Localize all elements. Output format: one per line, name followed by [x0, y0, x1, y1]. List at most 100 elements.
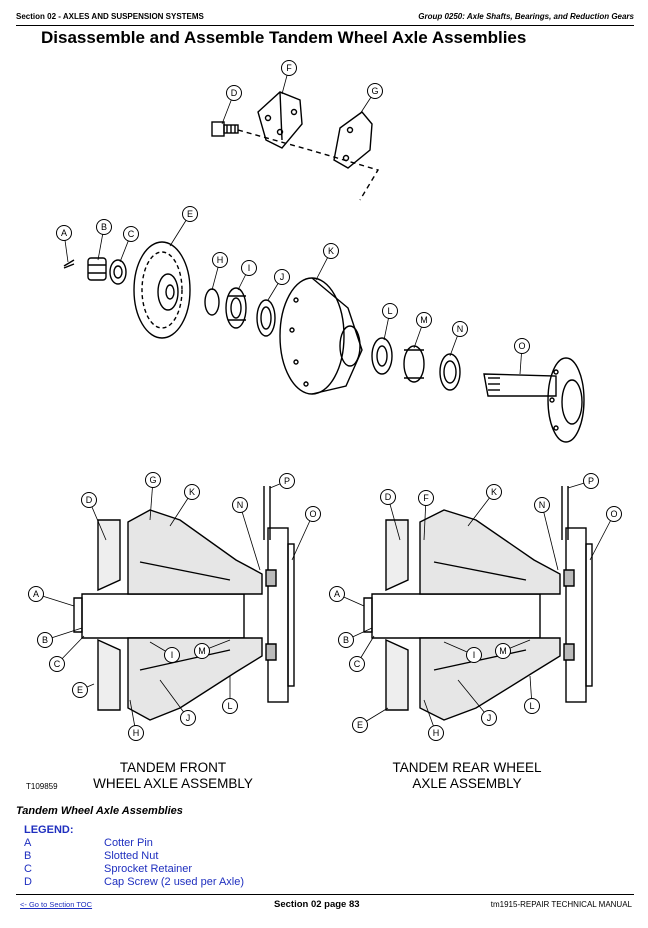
callout-label-d: D — [385, 492, 392, 502]
caption-front-assembly: TANDEM FRONT WHEEL AXLE ASSEMBLY — [93, 760, 253, 791]
callout-label-g: G — [371, 86, 378, 96]
callout-circle-m — [416, 312, 432, 328]
callout-circle-a — [28, 586, 44, 602]
callout-circle-d — [81, 492, 97, 508]
callout-circle-b — [96, 219, 112, 235]
callout-circle-o — [305, 506, 321, 522]
callout-circle-j — [481, 710, 497, 726]
callout-label-p: P — [588, 476, 594, 486]
callout-label-e: E — [77, 685, 83, 695]
callout-label-g: G — [149, 475, 156, 485]
manual-name: tm1915-REPAIR TECHNICAL MANUAL — [490, 900, 632, 909]
callout-label-h: H — [217, 255, 224, 265]
callout-label-e: E — [357, 720, 363, 730]
callout-label-c: C — [128, 229, 135, 239]
hub-drawing — [279, 277, 363, 395]
legend-key: B — [24, 850, 32, 862]
callout-label-k: K — [328, 246, 334, 256]
legend-key: C — [24, 863, 32, 875]
callout-circle-o — [606, 506, 622, 522]
callout-label-k: K — [189, 487, 195, 497]
callout-label-m: M — [499, 646, 507, 656]
callout-label-i: I — [248, 263, 251, 273]
callout-label-l: L — [227, 701, 232, 711]
callout-label-c: C — [354, 659, 361, 669]
callout-circle-i — [466, 647, 482, 663]
callout-label-d: D — [86, 495, 93, 505]
legend-item: C Sprocket Retainer — [24, 863, 244, 876]
callout-circle-f — [418, 490, 434, 506]
page-title: Disassemble and Assemble Tandem Wheel Ax… — [41, 28, 527, 47]
legend-title: LEGEND: — [24, 824, 74, 836]
callout-circle-m — [194, 643, 210, 659]
callout-circle-h — [128, 725, 144, 741]
plate-drawing — [333, 111, 373, 169]
bracket-drawing — [257, 91, 303, 149]
callout-label-l: L — [387, 306, 392, 316]
callout-circle-k — [184, 484, 200, 500]
callout-circle-m — [495, 643, 511, 659]
bearing-cone-drawing — [225, 287, 247, 329]
front-assembly-drawing — [73, 486, 295, 721]
callout-circle-k — [323, 243, 339, 259]
callout-label-m: M — [420, 315, 428, 325]
callout-circle-d — [380, 489, 396, 505]
sprocket-drawing — [133, 241, 191, 339]
callout-circle-e — [182, 206, 198, 222]
legend-key: D — [24, 876, 32, 888]
callout-label-j: J — [186, 713, 191, 723]
callout-label-b: B — [42, 635, 48, 645]
legend-value: Sprocket Retainer — [104, 863, 193, 875]
callout-label-l: L — [529, 701, 534, 711]
callout-label-n: N — [539, 500, 546, 510]
slotted-nut-drawing — [87, 257, 107, 281]
callout-label-o: O — [518, 341, 525, 351]
callout-circle-h — [212, 252, 228, 268]
header-section: Section 02 - AXLES AND SUSPENSION SYSTEM… — [16, 12, 204, 21]
callout-circle-a — [56, 225, 72, 241]
callout-circle-b — [338, 632, 354, 648]
callout-circle-n — [534, 497, 550, 513]
figure-id: T109859 — [26, 782, 58, 791]
callout-circle-h — [428, 725, 444, 741]
callout-circle-c — [349, 656, 365, 672]
callout-label-n: N — [237, 500, 244, 510]
bearing-cone-m-drawing — [403, 345, 425, 383]
callout-label-k: K — [491, 487, 497, 497]
callout-label-a: A — [334, 589, 340, 599]
page-footer: <- Go to Section TOC Section 02 page 83 … — [16, 894, 634, 914]
callout-circle-i — [241, 260, 257, 276]
callout-circle-b — [37, 632, 53, 648]
callout-label-n: N — [457, 324, 464, 334]
callout-label-h: H — [433, 728, 440, 738]
callout-label-c: C — [54, 659, 61, 669]
callout-circle-f — [281, 60, 297, 76]
callout-circle-g — [367, 83, 383, 99]
callout-circle-l — [222, 698, 238, 714]
callout-circle-n — [452, 321, 468, 337]
callout-circle-c — [123, 226, 139, 242]
legend-value: Cotter Pin — [104, 837, 153, 849]
callout-circle-e — [352, 717, 368, 733]
callout-circle-j — [274, 269, 290, 285]
callout-circle-e — [72, 682, 88, 698]
callout-label-a: A — [33, 589, 39, 599]
callout-label-o: O — [309, 509, 316, 519]
legend-value: Cap Screw (2 used per Axle) — [104, 876, 245, 888]
callout-label-i: I — [171, 650, 174, 660]
callout-label-b: B — [101, 222, 107, 232]
callout-label-e: E — [187, 209, 193, 219]
callout-label-o: O — [610, 509, 617, 519]
callout-label-j: J — [487, 713, 492, 723]
callout-circle-c — [49, 656, 65, 672]
callout-circle-l — [524, 698, 540, 714]
section-toc-link[interactable]: <- Go to Section TOC — [20, 900, 93, 909]
callout-label-i: I — [473, 650, 476, 660]
callout-circle-j — [180, 710, 196, 726]
callout-label-f: F — [423, 493, 429, 503]
cap-screw-drawing — [211, 121, 239, 137]
callout-label-h: H — [133, 728, 140, 738]
